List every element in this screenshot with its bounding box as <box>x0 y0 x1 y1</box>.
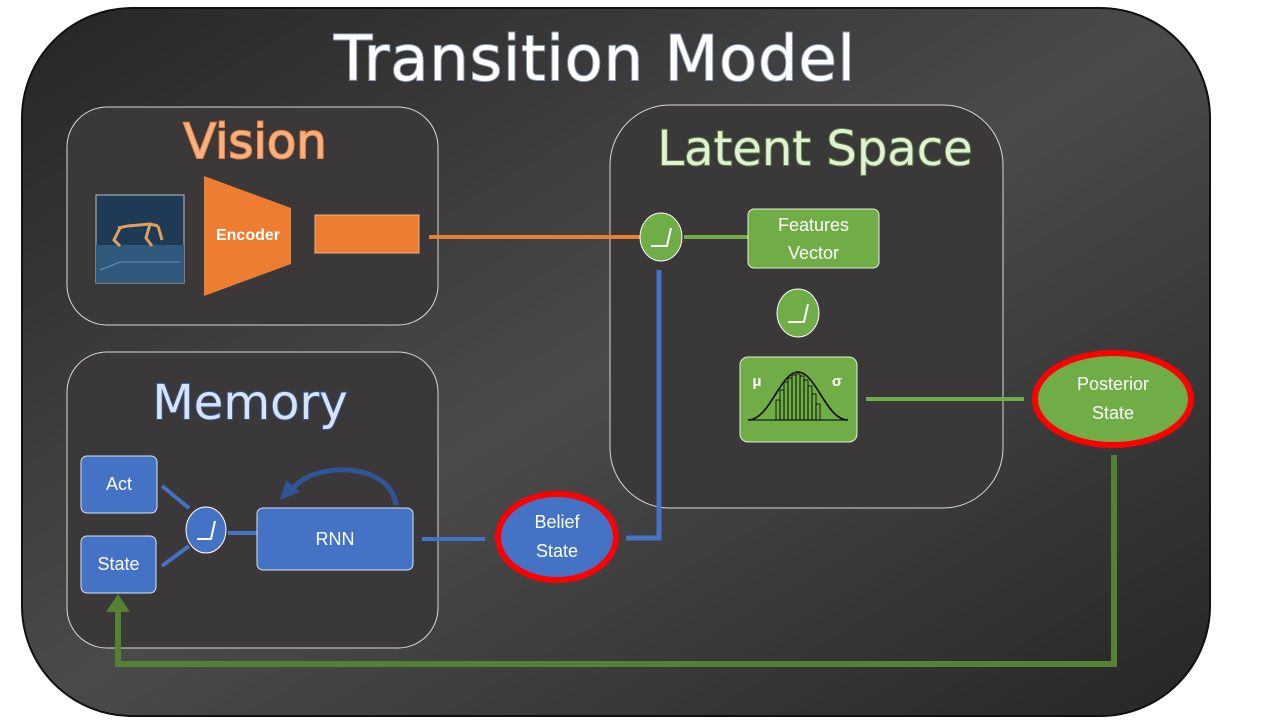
posterior-state-node <box>1032 350 1194 448</box>
relu-icon <box>651 227 672 247</box>
belief-line-1: Belief <box>534 512 580 532</box>
features-vector-box <box>747 208 880 269</box>
act-box <box>80 455 158 514</box>
belief-state-node <box>495 491 619 583</box>
belief-to-latent-connector <box>626 270 662 541</box>
posterior-feedback-arrow <box>115 455 1117 667</box>
posterior-state-label: Posterior State <box>1040 368 1186 430</box>
state-box <box>80 535 157 594</box>
encoder-block <box>204 176 291 296</box>
relu-icon <box>788 303 809 323</box>
belief-line-2: State <box>535 541 579 561</box>
act-label: Act <box>105 474 132 494</box>
rnn-recurrent-loop <box>289 467 399 506</box>
observation-image <box>95 194 185 284</box>
belief-state-label: Belief State <box>505 506 609 568</box>
distribution-box <box>739 356 858 443</box>
state-to-concat-connector <box>160 544 191 568</box>
vision-feature-bar <box>314 214 420 254</box>
mu-symbol: μ <box>752 372 762 390</box>
latent-relu-node-middle <box>776 288 820 338</box>
features-line-1: Features <box>777 214 850 235</box>
memory-section-title: Memory <box>151 374 348 432</box>
encoder-label: Encoder <box>215 227 280 244</box>
state-label: State <box>97 554 140 574</box>
rnn-label: RNN <box>315 528 355 549</box>
vision-section-title: Vision <box>182 113 327 171</box>
rnn-box <box>256 507 414 571</box>
sigma-symbol: σ <box>831 372 843 390</box>
page-title: Transition Model <box>333 21 856 96</box>
rnn-loop-arrowhead <box>280 480 300 500</box>
act-to-concat-connector <box>160 484 191 510</box>
latent-space-section-title: Latent Space <box>656 120 973 178</box>
memory-relu-node <box>185 506 227 554</box>
feedback-arrowhead <box>106 594 130 612</box>
posterior-line-2: State <box>1091 403 1135 423</box>
features-line-2: Vector <box>787 242 840 263</box>
features-vector-label: Features Vector <box>748 209 879 268</box>
memory-panel <box>66 351 439 649</box>
gaussian-icon <box>747 371 849 421</box>
latent-relu-node-top <box>639 212 683 262</box>
posterior-line-1: Posterior <box>1076 374 1150 394</box>
relu-icon <box>197 520 216 540</box>
